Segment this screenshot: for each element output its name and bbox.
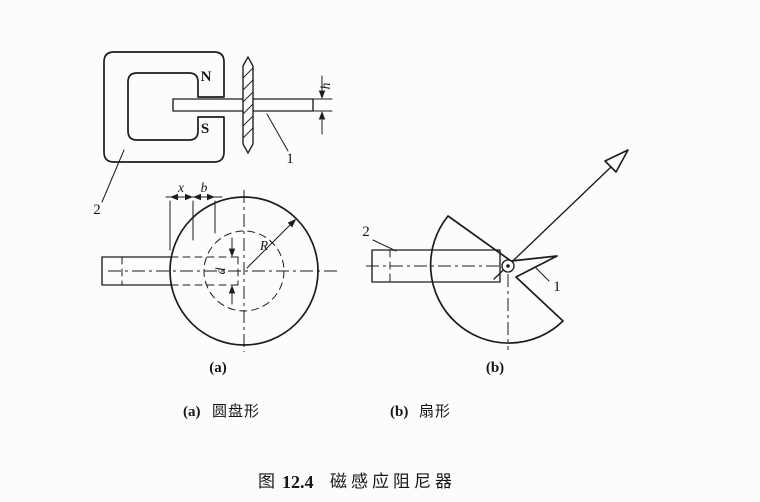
sector-view: 2 1 (b) [362, 149, 629, 376]
leader-line-magnet [101, 149, 125, 203]
caption-b-tag: (b) [390, 404, 408, 420]
figure-caption-prefix: 图 [258, 472, 275, 491]
dimension-h: h [312, 75, 333, 135]
disc-front-view: d R x b (a) [101, 180, 338, 376]
leader-line-disc [266, 113, 289, 152]
sector-shaft [371, 249, 501, 283]
dim-h-label: h [318, 82, 333, 89]
part-label-disc: 1 [286, 151, 294, 167]
magnet-assembly-view: N S h 1 2 [93, 51, 333, 218]
leader-line-shaft-b [372, 239, 397, 252]
pole-circle-hidden [203, 230, 285, 312]
magnet-pole-n-label: N [201, 69, 212, 85]
pivot-bearing [501, 259, 515, 273]
sector-plate-outline [429, 215, 564, 344]
dim-b-label: b [201, 180, 208, 195]
disc-shaft [101, 256, 239, 286]
subfigure-b-label: (b) [486, 360, 504, 376]
part-label-shaft-b: 2 [362, 224, 370, 240]
subfigure-a-label: (a) [209, 360, 227, 376]
figure-caption: 图 12.4 磁感应阻尼器 [258, 472, 456, 492]
dimension-r: R [246, 218, 297, 269]
magnet-yoke-outline [103, 51, 225, 163]
magnet-pole-s-label: S [201, 121, 209, 137]
caption-b-name: 扇形 [419, 403, 451, 420]
shaft-section [242, 55, 254, 155]
pointer-arrowhead [604, 149, 629, 173]
pointer-needle [493, 149, 629, 280]
dim-r-label: R [259, 238, 269, 253]
caption-a-name: 圆盘形 [212, 402, 260, 420]
dim-x-label: x [177, 180, 184, 195]
figure-caption-number: 12.4 [282, 472, 314, 492]
dim-d-label: d [213, 267, 228, 274]
leader-line-sector [535, 267, 550, 282]
disc-outline [169, 196, 319, 346]
dimension-d: d [213, 237, 236, 305]
figure-caption-title: 磁感应阻尼器 [330, 472, 456, 491]
part-label-magnet: 2 [93, 202, 101, 218]
caption-a-tag: (a) [183, 404, 201, 420]
subfigure-captions: (a) 圆盘形 (b) 扇形 [183, 402, 451, 420]
dimension-x-b: x b [165, 180, 223, 251]
part-label-sector: 1 [553, 279, 561, 295]
